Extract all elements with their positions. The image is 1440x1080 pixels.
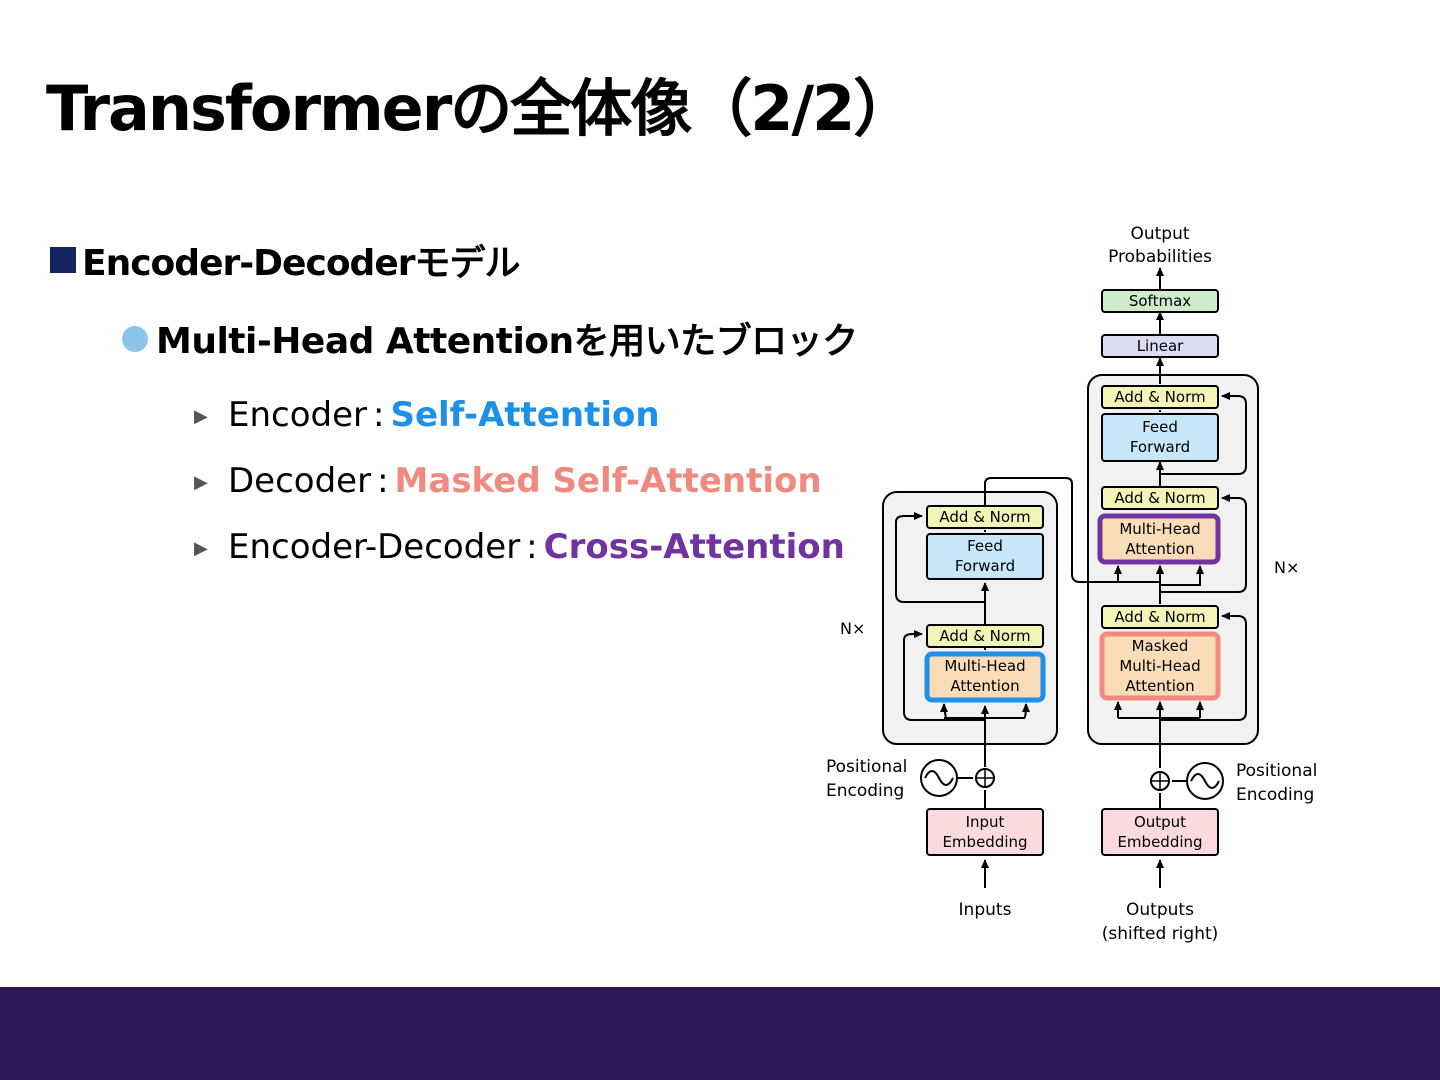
softmax-label: Softmax xyxy=(1129,292,1191,310)
encoder-positional-encoding-label-1: Positional xyxy=(826,757,907,777)
decoder-feed-forward xyxy=(1101,413,1219,462)
decoder-nx-label: N× xyxy=(1274,558,1299,577)
decoder-add-norm-bottom xyxy=(1101,605,1219,629)
square-bullet-icon xyxy=(50,247,76,273)
decoder-positional-encoding-label-1: Positional xyxy=(1236,761,1317,781)
bullet-value-cross-attention: Cross-Attention xyxy=(543,527,845,567)
decoder-cross-attention-label-2: Attention xyxy=(1125,540,1194,558)
footer-bar xyxy=(0,987,1440,1080)
decoder-feed-forward-label-1: Feed xyxy=(1142,418,1178,436)
decoder-add-norm-bottom-label: Add & Norm xyxy=(1114,608,1205,626)
output-embedding xyxy=(1101,808,1219,856)
decoder-feed-forward-label-2: Forward xyxy=(1130,438,1190,456)
outputs-label-2: (shifted right) xyxy=(1102,924,1219,944)
triangle-bullet-icon: ▶ xyxy=(194,472,208,493)
encoder-self-attention-label-2: Attention xyxy=(950,677,1019,695)
decoder-add-norm-top-label: Add & Norm xyxy=(1114,388,1205,406)
decoder-masked-label-3: Attention xyxy=(1125,677,1194,695)
input-embedding xyxy=(926,808,1044,856)
encoder-positional-encoding-label-2: Encoding xyxy=(826,781,904,801)
encoder-add-norm-bottom-label: Add & Norm xyxy=(939,627,1030,645)
softmax-box xyxy=(1101,289,1219,313)
inputs-label: Inputs xyxy=(959,900,1012,920)
output-probabilities-label-1: Output xyxy=(1130,224,1189,244)
encoder-add-norm-bottom xyxy=(926,624,1044,648)
decoder-add-norm-top xyxy=(1101,385,1219,409)
input-embedding-label-2: Embedding xyxy=(942,833,1027,851)
bullet-separator: : xyxy=(373,395,385,435)
encoder-block xyxy=(882,491,1058,745)
encoder-nx-label: N× xyxy=(840,619,865,638)
triangle-bullet-icon: ▶ xyxy=(194,538,208,559)
decoder-masked-self-attention xyxy=(1099,631,1221,701)
slide-title: Transformerの全体像（2/2） xyxy=(46,72,915,145)
encoder-self-attention-label-1: Multi-Head xyxy=(944,657,1025,675)
decoder-add-norm-middle xyxy=(1101,486,1219,510)
output-embedding-label-2: Embedding xyxy=(1117,833,1202,851)
bullet-value-masked-self-attention: Masked Self-Attention xyxy=(394,461,822,501)
encoder-feed-forward xyxy=(926,533,1044,580)
encoder-feed-forward-label-2: Forward xyxy=(955,557,1015,575)
bullet-level1-text: Encoder-Decoderモデル xyxy=(82,243,520,284)
decoder-cross-attention xyxy=(1097,513,1221,565)
bullet-label: Decoder xyxy=(228,461,372,501)
decoder-add-norm-middle-label: Add & Norm xyxy=(1114,489,1205,507)
bullet-encoder-decoder: ▶ Encoder-Decoder:Cross-Attention xyxy=(194,530,845,564)
bullet-level2-text: Multi-Head Attentionを用いたブロック xyxy=(156,321,858,362)
bullet-label: Encoder xyxy=(228,395,368,435)
bullet-label: Encoder-Decoder xyxy=(228,527,521,567)
output-embedding-label-1: Output xyxy=(1134,813,1186,831)
bullet-level2: Multi-Head Attentionを用いたブロック xyxy=(122,324,858,360)
decoder-positional-encoding-label-2: Encoding xyxy=(1236,785,1314,805)
outputs-label-1: Outputs xyxy=(1126,900,1194,920)
decoder-masked-label-1: Masked xyxy=(1132,637,1189,655)
linear-label: Linear xyxy=(1137,337,1184,355)
bullet-value-self-attention: Self-Attention xyxy=(390,395,660,435)
linear-box xyxy=(1101,334,1219,358)
encoder-feed-forward-label-1: Feed xyxy=(967,537,1003,555)
bullet-separator: : xyxy=(526,527,538,567)
bullet-separator: : xyxy=(377,461,389,501)
circle-bullet-icon xyxy=(122,326,148,352)
encoder-add-norm-top-label: Add & Norm xyxy=(939,508,1030,526)
triangle-bullet-icon: ▶ xyxy=(194,406,208,427)
encoder-add-norm-top xyxy=(926,505,1044,529)
encoder-self-attention xyxy=(924,651,1046,703)
decoder-masked-label-2: Multi-Head xyxy=(1119,657,1200,675)
bullet-decoder: ▶ Decoder:Masked Self-Attention xyxy=(194,464,822,498)
decoder-cross-attention-label-1: Multi-Head xyxy=(1119,520,1200,538)
bullet-level1: Encoder-Decoderモデル xyxy=(50,246,520,282)
bullet-encoder: ▶ Encoder:Self-Attention xyxy=(194,398,660,432)
input-embedding-label-1: Input xyxy=(966,813,1005,831)
output-probabilities-label-2: Probabilities xyxy=(1108,247,1212,267)
